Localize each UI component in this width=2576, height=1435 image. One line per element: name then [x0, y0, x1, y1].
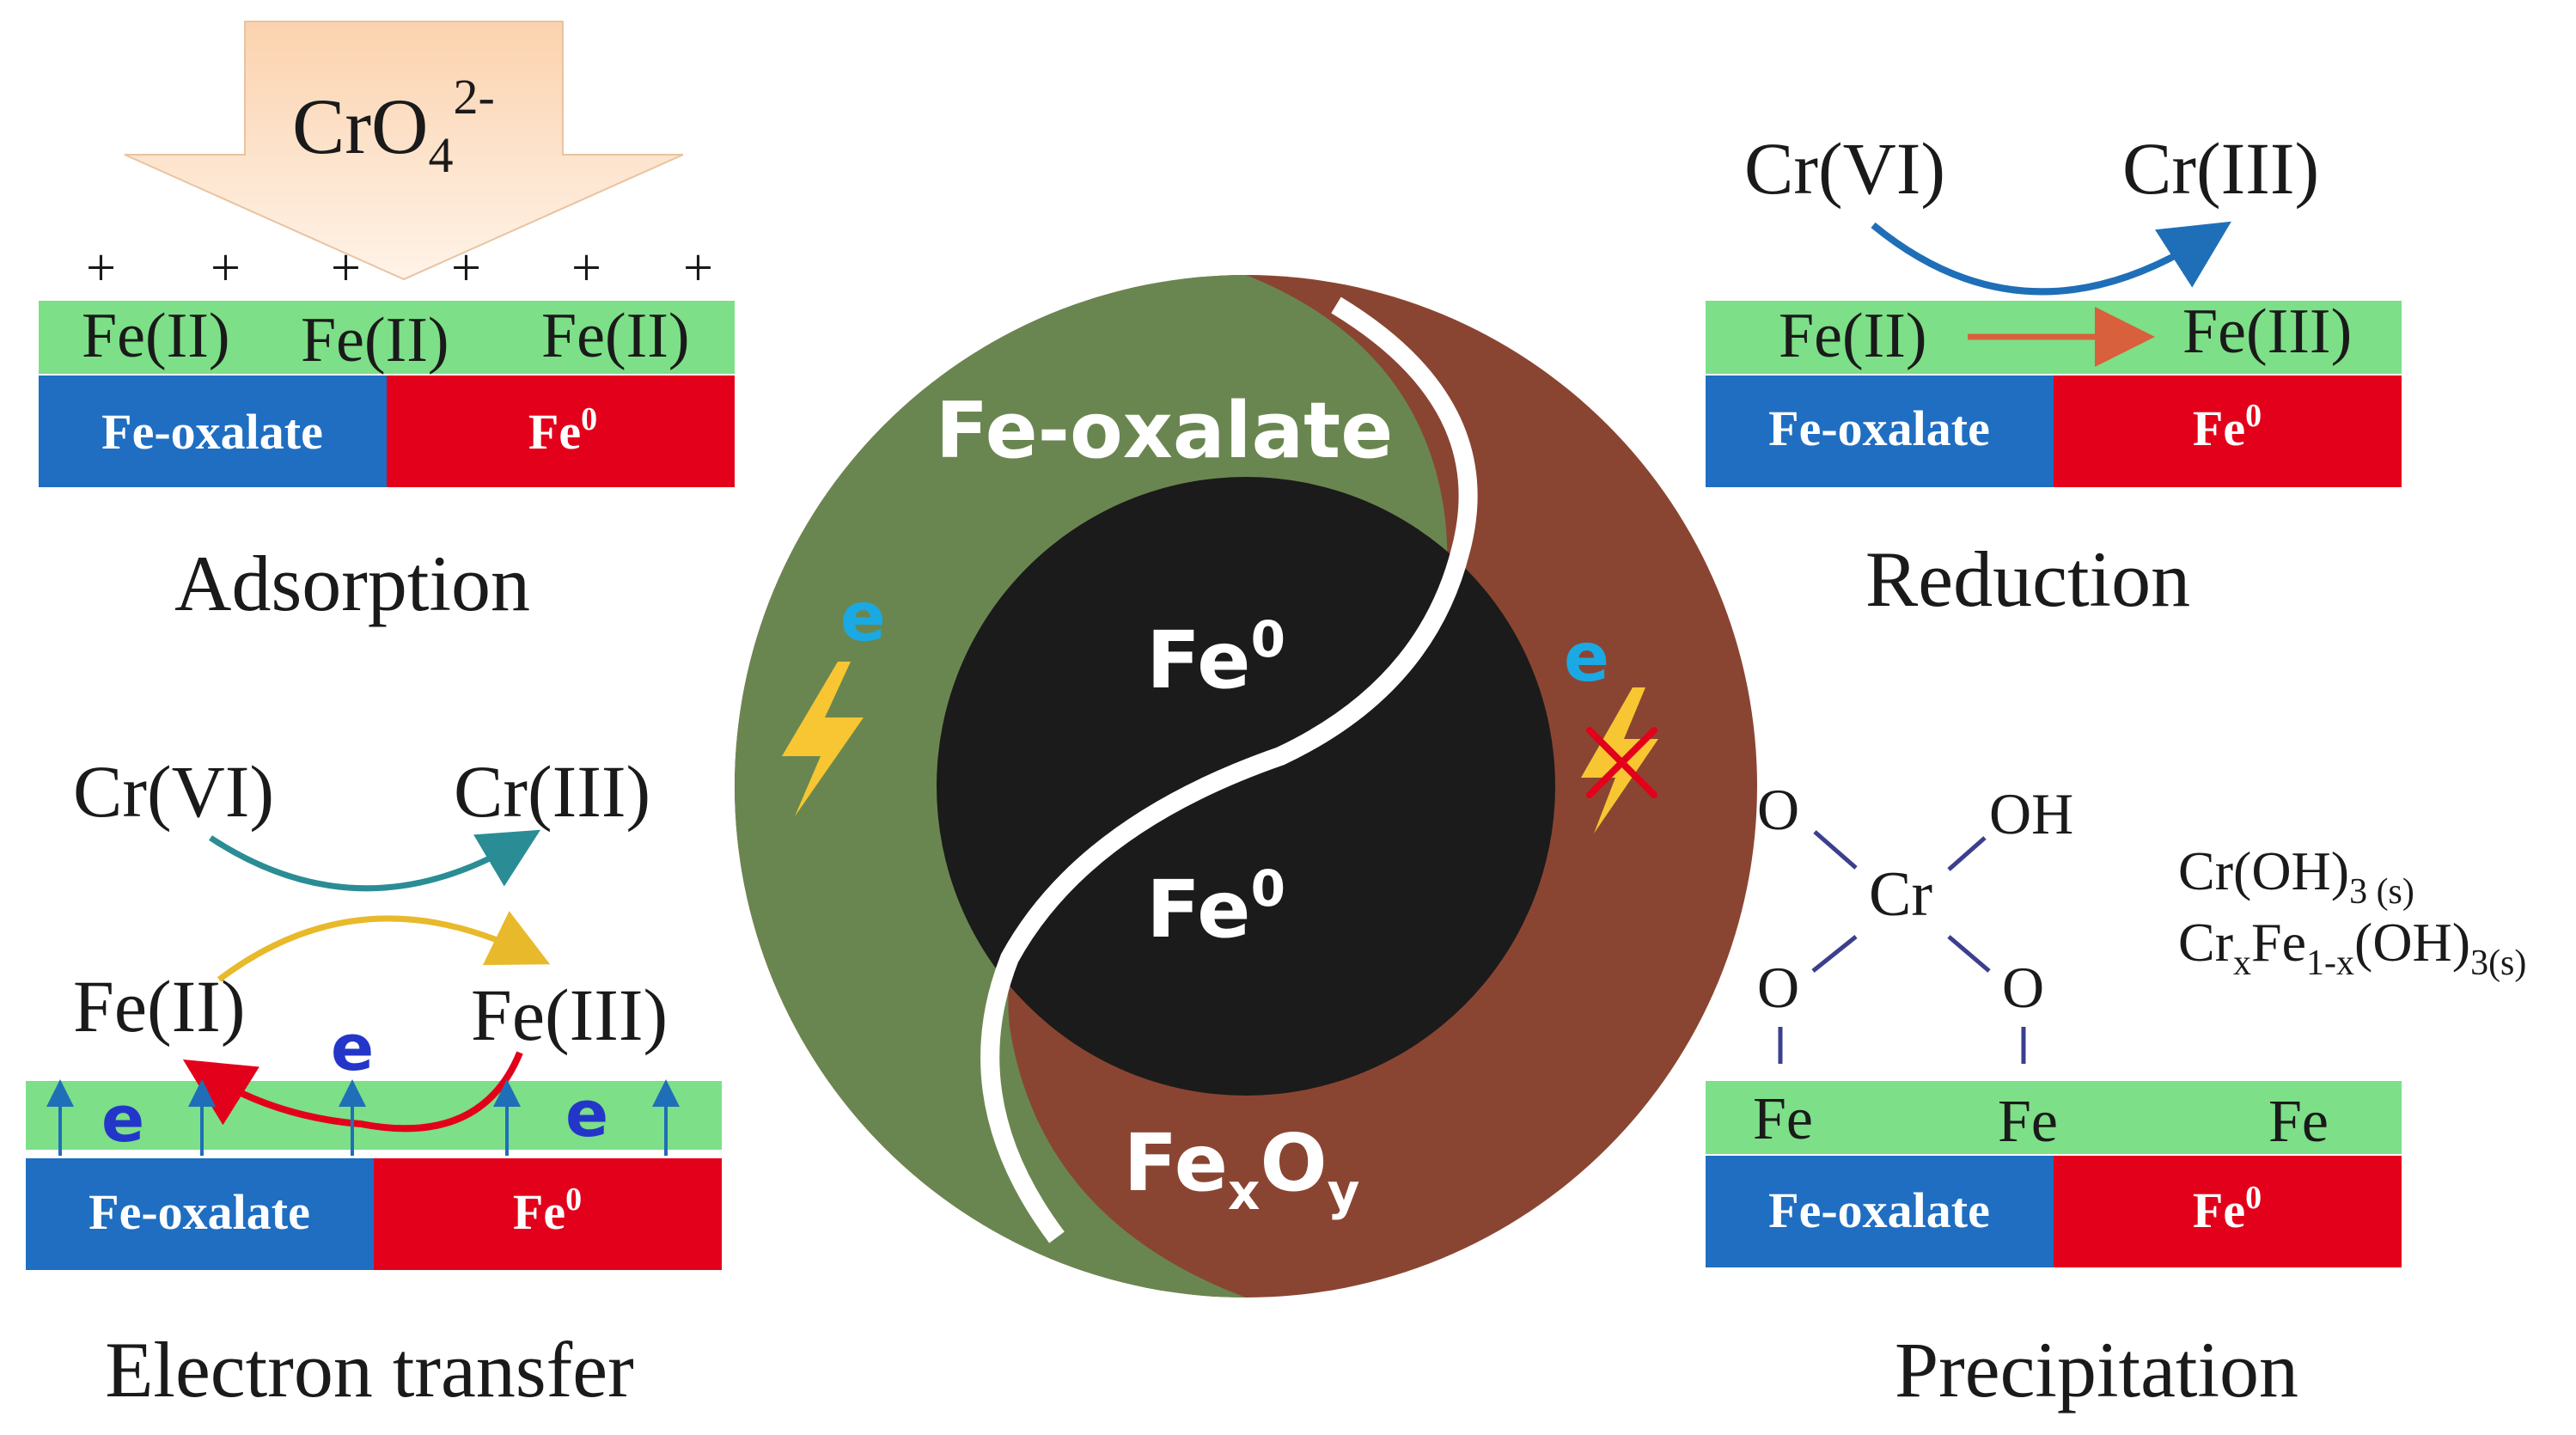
- reduction-panel: Cr(VI) Cr(III) Fe(II) Fe(III) Fe-oxalate…: [1706, 127, 2402, 623]
- core-shell-diagram: Fe-oxalate Fe0 Fe0 FexOy e e: [735, 275, 1757, 1298]
- fe-ii-label: Fe(II): [82, 301, 230, 371]
- precipitation-panel: O OH Cr O O Cr(OH)3 (s) CrxFe1-x(OH)3(s)…: [1706, 777, 2526, 1414]
- electron-label: e: [565, 1078, 608, 1151]
- fe-oxalate-layer: [26, 1158, 374, 1270]
- plus-sign: +: [211, 239, 241, 297]
- fe-ii-layer: [39, 301, 735, 374]
- hydroxyl-label: OH: [1989, 781, 2073, 846]
- fe-oxalate-layer-label: Fe-oxalate: [89, 1184, 310, 1240]
- electron-label: e: [331, 1011, 374, 1085]
- fe-oxalate-layer: [39, 376, 387, 487]
- fe-label: Fe: [1998, 1089, 2058, 1155]
- electron-transfer-caption: Electron transfer: [105, 1326, 634, 1414]
- core-fe0-label: Fe0: [1146, 610, 1285, 706]
- electron-label: e: [101, 1083, 144, 1157]
- fe-label: Fe: [1753, 1086, 1813, 1152]
- chromium-label: Cr: [1869, 859, 1932, 930]
- product-crOH3: Cr(OH)3 (s): [2178, 840, 2414, 912]
- fe-oxalate-layer-label: Fe-oxalate: [1768, 1182, 1990, 1238]
- reduction-cr-arrow: [1871, 221, 2231, 296]
- fe0-layer: [2054, 376, 2402, 487]
- fe-oxidation-arrow: [217, 911, 551, 982]
- bond-lines: [1778, 830, 2026, 1064]
- fe0-layer-label: Fe0: [513, 1182, 582, 1240]
- cr-iii-label: Cr(III): [2122, 127, 2319, 210]
- blocked-cross-icon: [1586, 727, 1657, 798]
- fe0-layer-label: Fe0: [528, 401, 597, 460]
- fe0-layer: [374, 1158, 722, 1270]
- fe-oxalate-layer: [1706, 1156, 2054, 1267]
- precipitation-caption: Precipitation: [1895, 1326, 2298, 1414]
- fe-ii-label: Fe(II): [1779, 301, 1927, 371]
- fe-ii-label: Fe(II): [73, 965, 246, 1047]
- fe0-layer: [2054, 1156, 2402, 1267]
- cr-reduction-arrow: [209, 829, 541, 892]
- product-mixed-hydroxide: CrxFe1-x(OH)3(s): [2178, 912, 2526, 983]
- metallic-core: [937, 477, 1555, 1096]
- fe-oxalate-layer-label: Fe-oxalate: [101, 404, 323, 460]
- fe-label: Fe: [2268, 1089, 2329, 1155]
- plus-sign: +: [683, 239, 713, 297]
- fe-layer: [1706, 1081, 2402, 1154]
- fe0-layer-label: Fe0: [2193, 398, 2262, 456]
- lightning-bolt-icon: [782, 662, 864, 816]
- electron-label: e: [840, 579, 886, 656]
- fe-oxalate-shell-label: Fe-oxalate: [936, 386, 1394, 476]
- cr-vi-label: Cr(VI): [1744, 127, 1945, 210]
- bond-line: [1947, 935, 1991, 973]
- fe0-layer-label: Fe0: [2193, 1180, 2262, 1238]
- cr-vi-label: Cr(VI): [73, 750, 274, 833]
- fe-iii-label: Fe(III): [2182, 296, 2352, 367]
- bond-line: [1947, 836, 1987, 871]
- electron-return-arrow: [182, 1051, 523, 1133]
- oxygen-label: O: [1757, 955, 1799, 1020]
- s-divider: [980, 296, 1478, 1243]
- plus-sign: +: [331, 239, 361, 297]
- plus-sign: +: [571, 239, 601, 297]
- fe0-layer: [387, 376, 735, 487]
- electron-flow-arrows: [46, 1079, 680, 1156]
- electron-transfer-panel: Cr(VI) Cr(III) Fe(II) Fe(III) e e e Fe-o…: [26, 750, 722, 1414]
- fe-iii-label: Fe(III): [471, 974, 668, 1056]
- oxygen-label: O: [1757, 777, 1799, 842]
- core-fe0-label: Fe0: [1146, 859, 1285, 956]
- iron-oxide-shell-label: FexOy: [1124, 1117, 1360, 1221]
- adsorption-caption: Adsorption: [174, 540, 530, 627]
- electron-label: e: [1564, 620, 1609, 697]
- fe-oxalate-layer-label: Fe-oxalate: [1768, 400, 1990, 456]
- chromate-ion-label: CrO42-: [292, 69, 495, 183]
- bond-line: [1811, 935, 1858, 973]
- plus-sign: +: [86, 239, 116, 297]
- fe-ii-label: Fe(II): [541, 301, 690, 371]
- fe-oxalate-layer: [1706, 376, 2054, 487]
- surface-charge: + + + + + +: [86, 239, 713, 297]
- plus-sign: +: [451, 239, 481, 297]
- bond-line: [1813, 830, 1858, 870]
- adsorption-panel: CrO42- + + + + + + Fe(II) Fe(II) Fe(II) …: [39, 21, 735, 627]
- oxygen-label: O: [2002, 955, 2044, 1020]
- fe-layer: [26, 1081, 722, 1150]
- reduction-caption: Reduction: [1865, 535, 2190, 623]
- chromate-arrow: [124, 21, 684, 281]
- fe-ii-label: Fe(II): [301, 305, 449, 376]
- cr-iii-label: Cr(III): [454, 750, 650, 833]
